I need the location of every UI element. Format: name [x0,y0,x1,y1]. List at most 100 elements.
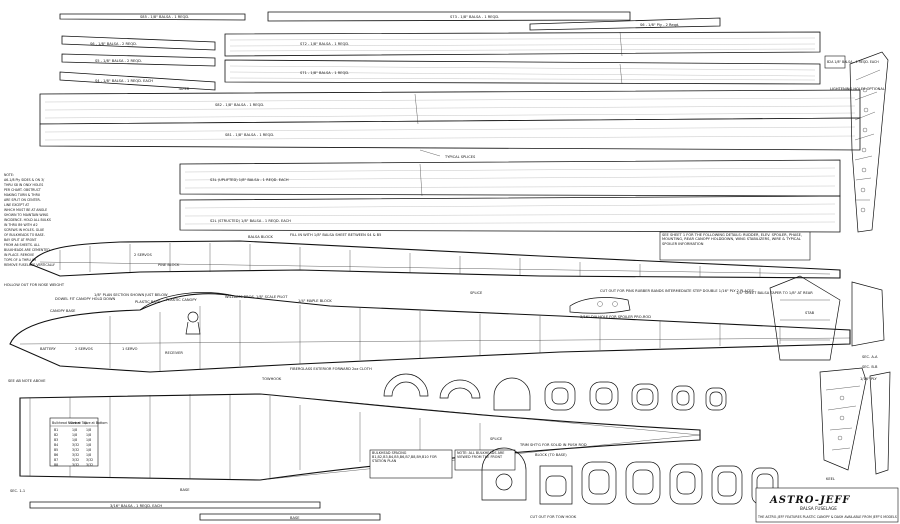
svg-text:B3: B3 [54,438,58,442]
label-s2l: S2L (STRUCTED) 1/8" BALSA - 1 REQD. EACH [210,219,291,223]
svg-text:1/8: 1/8 [72,433,77,437]
svg-text:3/32: 3/32 [72,463,79,467]
svg-text:BULKHEADS ARE CEMENTED: BULKHEADS ARE CEMENTED [4,248,50,252]
label-plan-section: 1/8" PLAN SECTION SHOWN JUST BELOW [94,293,168,297]
svg-text:IN THRU B9 WITH #2: IN THRU B9 WITH #2 [4,223,38,227]
label-s4: S4 - 1/8" BALSA - 1 REQD. EACH [95,79,153,83]
svg-text:1/8: 1/8 [86,443,91,447]
rudder-bottom-right: 1/16" PLY KEEL [819,367,891,481]
svg-text:B2: B2 [54,433,58,437]
label-cutout-tow: CUT OUT FOR TOW HOOK [530,515,577,519]
view-note-text: NOTE: ALL BULKHEADS ARE VIEWED FROM THE … [457,451,505,459]
pilot-head [187,311,199,323]
label-plastic-base: PLASTIC BASE [135,300,161,304]
bulkhead-b3 [493,377,531,411]
label-see-ab: SEE AB NOTE ABOVE [8,379,46,383]
label-servos: 2 SERVOS [75,347,94,351]
svg-text:1/8: 1/8 [72,438,77,442]
label-dowel: DOWEL FIT CANOPY HOLD DOWN [55,297,116,301]
fin-outline [849,51,889,233]
svg-text:INCIDENCE. HOLD ALL BULKS: INCIDENCE. HOLD ALL BULKS [4,218,51,222]
sheet-s4 [59,71,216,91]
label-base: BASE [180,488,190,492]
svg-text:B1: B1 [54,428,58,432]
bulkhead-notes: BULKHEAD SPACING B1,B2,B3,B4,B5,B6,B7,B8… [369,449,567,479]
label-b2a: B2A 1/8" BALSA - 1 REQD. EACH [827,60,879,64]
label-base-strip: BASE [290,516,300,520]
label-battery: BATTERY [40,347,57,351]
see-sheet-note: SEE SHEET 1 FOR THE FOLLOWING DETAILS: R… [659,231,811,261]
label-balsa-block: BALSA BLOCK [248,235,274,239]
bulkhead-b8 [705,387,727,411]
label-s5: S5 - 1/8" BALSA - 2 REQD. [95,59,142,63]
label-splice-plan: SPLICE [490,437,503,441]
svg-text:REMOVE FUSELAGE VERTICALLY: REMOVE FUSELAGE VERTICALLY [4,263,55,267]
label-receiver: RECEIVER [165,351,183,355]
label-s85: S85 - 1/8" BALSA - 1 REQD. [140,15,189,19]
label-servo1: 1 SERVO [122,347,138,351]
svg-text:LINE EXCEPT AT: LINE EXCEPT AT [4,203,29,207]
label-williams: WILLIAMS BROS. 1/8" SCALE PILOT [225,295,288,299]
sheet-s6a [61,35,216,51]
bulkhead-row-bottom: CUT OUT FOR TOW HOOK [481,447,779,519]
svg-text:B7: B7 [54,458,58,462]
bulkhead-b9 [481,447,527,501]
keel-strip [29,501,321,509]
label-s6: S6 - 1/8" Ply - 2 Reqd. [640,23,679,27]
bulkhead-b7 [671,385,695,411]
bulkhead-note-text: BULKHEAD SPACING B1,B2,B3,B4,B5,B6,B7,B8… [372,451,437,463]
svg-text:3/32: 3/32 [86,463,93,467]
fuselage-plan-view: Bulkhead Number Size at Top Size at Bott… [8,379,701,521]
label-towhook: TOWHOOK [261,377,282,381]
label-fiberglass: FIBERGLASS EXTERIOR FORWARD 2oz CLOTH [290,367,372,371]
label-s73: S73 - 1/8" BALSA - 1 REQD. [450,15,499,19]
balsa-sheet-parts: S85 - 1/8" BALSA - 1 REQD. S73 - 1/8" BA… [39,11,861,233]
base-strip [199,513,381,521]
sheet-s5 [61,53,216,67]
label-s3l: S3L (UPLIFTED) 1/8" BALSA - 1 REQD. EACH [210,178,289,182]
see-sheet-text: SEE SHEET 1 FOR THE FOLLOWING DETAILS: R… [662,233,802,246]
fin-structure: LIGHTENING HOLES OPTIONAL B2A 1/8" BALSA… [824,51,889,233]
spoiler-detail: CUT OUT FOR PINS RUBBER BANDS INTERMEDIA… [569,289,755,319]
label-sec-bb: SEC. B-B [862,365,878,369]
fuselage-side-view: 2 SERVOS PINE BLOCK BALSA BLOCK FILL IN … [4,233,851,381]
svg-text:FROM A6 SHEETS. ALL: FROM A6 SHEETS. ALL [4,243,40,247]
svg-text:SHOWN TO MAINTAIN WING: SHOWN TO MAINTAIN WING [4,213,49,217]
bulkhead-row-top [383,373,727,411]
svg-text:B4: B4 [54,443,58,447]
label-s82: S82 - 1/8" BALSA - 1 REQD. [215,103,264,107]
canopy [139,292,236,311]
svg-text:B8: B8 [54,463,58,467]
svg-text:ARE SPLIT ON CENTER-: ARE SPLIT ON CENTER- [4,198,41,202]
sheet-s85 [59,13,246,21]
title-name: ASTRO-JEFF [769,495,851,506]
label-lightening: LIGHTENING HOLES OPTIONAL [830,87,885,91]
svg-text:NOTE:: NOTE: [4,173,14,177]
label-fill-in: FILL IN WITH 1/8" BALSA SHEET BETWEEN S4… [290,233,381,237]
label-s6a: S6 - 1/8" BALSA - 2 REQD. [90,42,137,46]
label-pine-block: PINE BLOCK [158,263,180,267]
bulkhead-b10 [539,465,573,505]
svg-text:PER CHART. OBSTRUCT: PER CHART. OBSTRUCT [4,188,41,192]
label-beds: 3/16" BALSA - 1 REQD. EACH [110,504,162,508]
svg-text:B5: B5 [54,448,58,452]
fuselage-lower-outline [9,293,851,373]
label-sec-11: SEC. 1-1 [10,489,25,493]
label-trim: TRIM SHT'G FOR SOLID IN PUSH ROD [519,443,587,447]
label-cut-out: CUT OUT FOR PINS RUBBER BANDS INTERMEDIA… [600,289,755,293]
svg-text:1/8: 1/8 [86,428,91,432]
label-typical-splices: TYPICAL SPLICES [444,155,476,159]
svg-text:TOPS OF A THRU A9: TOPS OF A THRU A9 [3,258,36,262]
svg-text:Size at Bottom: Size at Bottom [84,421,107,425]
svg-text:3/32: 3/32 [72,458,79,462]
label-s72: S72 - 1/8" BALSA - 1 REQD. [300,42,349,46]
svg-text:SCREWS IN HOLES. GLUE: SCREWS IN HOLES. GLUE [4,228,44,232]
title-note: THE ASTRO-JEFF FEATURES PLASTIC CANOPY &… [757,515,897,519]
label-s71: S71 - 1/8" BALSA - 1 REQD. [300,71,349,75]
svg-text:Size at Top: Size at Top [70,421,87,425]
svg-text:OF BULKHEADS TO BASE.: OF BULKHEADS TO BASE. [4,233,45,237]
label-sec-aa: SEC. A-A [862,355,878,359]
label-s81: S81 - 1/8" BALSA - 1 REQD. [225,133,274,137]
sheet-s6-ply [529,17,721,31]
